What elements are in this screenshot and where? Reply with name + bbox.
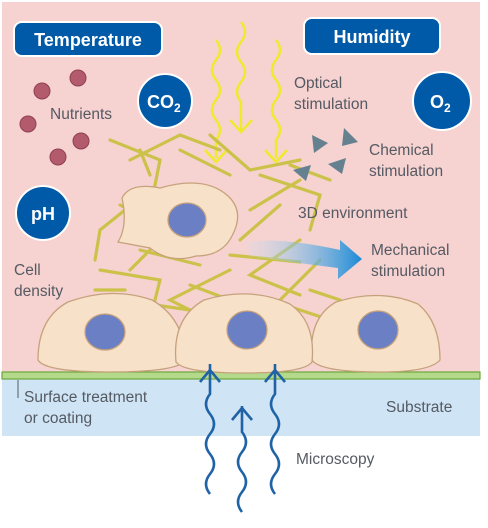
optical-arrowhead-2 [229,119,253,134]
microscopy-wave-1 [204,364,216,495]
co2-badge: CO2 [137,73,193,129]
nutrient-dot [72,132,90,150]
nutrient-dot [33,82,51,100]
surface-label-line2: or coating [24,410,92,427]
microscopy-arrowhead-1 [199,367,221,383]
microscopy-waves [199,364,286,513]
microscopy-arrowhead-2 [231,405,253,421]
cells [37,182,441,374]
optical-label-line1: Optical [294,75,342,92]
microscopy-arrowhead-3 [264,367,286,383]
chemical-label-line2: stimulation [369,163,443,180]
nucleus [167,202,207,238]
humidity-label: Humidity [333,27,410,47]
microscopy-label: Microscopy [296,451,375,468]
optical-label-line2: stimulation [294,96,368,113]
optical-arrowhead-3 [264,149,288,164]
nutrients-label: Nutrients [50,106,112,123]
surface-label-line1: Surface treatment [24,389,148,406]
chemical-triangle [328,158,346,174]
ph-label: pH [31,204,55,224]
nucleus [226,310,268,350]
chemical-molecules [293,128,358,181]
mechanical-arrow [246,240,362,279]
o2-badge: O2 [412,71,472,131]
substrate-label: Substrate [386,399,452,416]
nucleus [357,310,399,350]
microscopy-wave-2 [236,406,248,513]
nutrient-dot [49,148,67,166]
mechanical-label-line1: Mechanical [371,242,449,259]
microscopy-wave-3 [269,364,281,495]
cell-density-label-line1: Cell [14,262,41,279]
humidity-badge: Humidity [303,17,441,55]
ph-badge: pH [15,185,71,241]
optical-wave-3 [270,39,282,158]
co2-label: CO2 [147,92,181,115]
fiber-network [93,133,342,322]
optical-wave-1 [210,39,222,158]
o2-label: O2 [430,92,451,115]
env-3d-label: 3D environment [298,205,408,222]
optical-wave-2 [235,21,247,130]
nutrients [19,69,90,166]
mechanical-label-line2: stimulation [371,263,445,280]
nutrient-dot [69,69,87,87]
chemical-triangle [342,128,358,146]
nutrient-dot [19,115,37,133]
cell-density-label-line2: density [14,283,63,300]
chemical-label-line1: Chemical [369,142,434,159]
nucleus [84,313,126,351]
temperature-label: Temperature [34,30,142,50]
chemical-triangle [293,165,311,181]
optical-waves [204,21,288,164]
temperature-badge: Temperature [13,21,163,57]
optical-arrowhead-1 [204,149,228,164]
chemical-triangle [312,135,328,153]
